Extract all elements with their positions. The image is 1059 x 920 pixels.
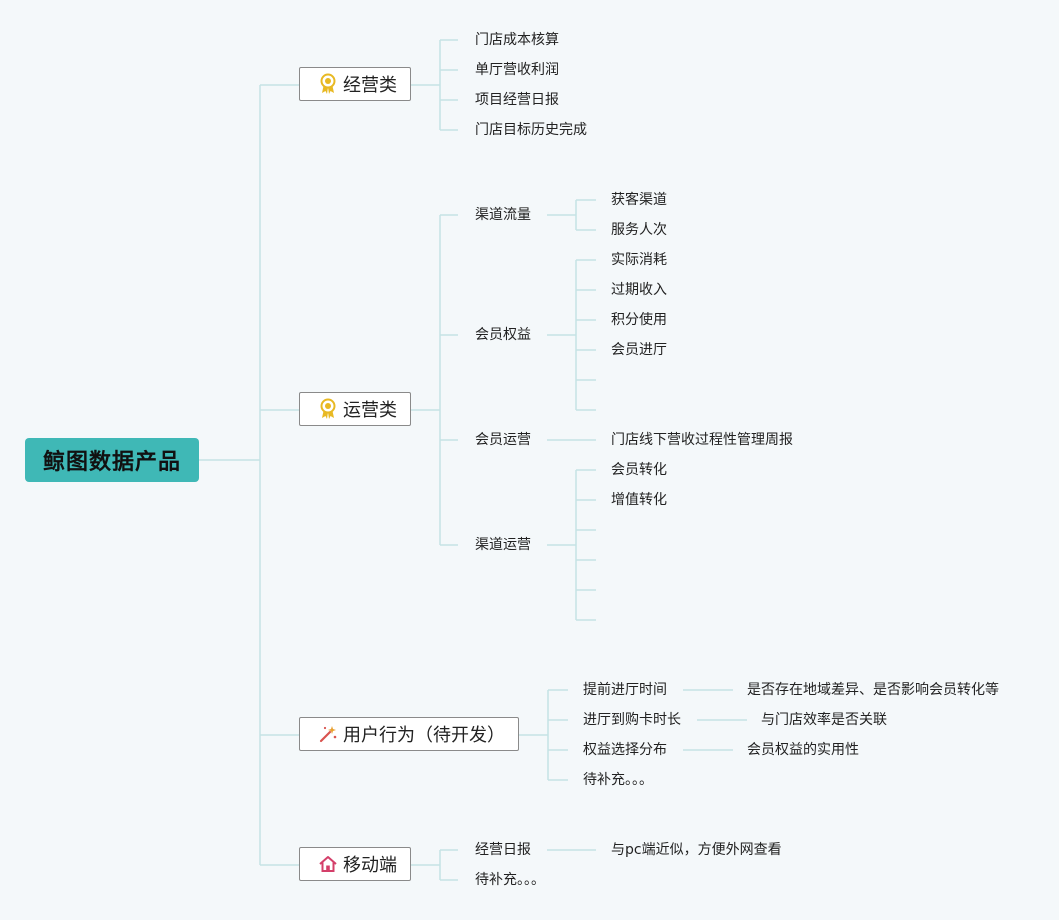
leaf-acquisition-channel[interactable]: 获客渠道 xyxy=(611,192,667,208)
category-label: 用户行为（待开发） xyxy=(343,725,505,746)
leaf-project-daily[interactable]: 项目经营日报 xyxy=(475,92,559,108)
leaf-offline-weekly[interactable]: 门店线下营收过程性管理周报 xyxy=(611,432,793,448)
leaf-mobile-daily-note[interactable]: 与pc端近似，方便外网查看 xyxy=(611,842,782,858)
leaf-value-added-conversion[interactable]: 增值转化 xyxy=(611,492,667,508)
leaf-service-count[interactable]: 服务人次 xyxy=(611,222,667,238)
leaf-hall-profit[interactable]: 单厅营收利润 xyxy=(475,62,559,78)
leaf-mobile-daily[interactable]: 经营日报 xyxy=(475,842,531,858)
leaf-expired-income[interactable]: 过期收入 xyxy=(611,282,667,298)
category-running[interactable]: 运营类 xyxy=(299,392,411,426)
category-label: 移动端 xyxy=(343,855,397,876)
leaf-behavior-tbd[interactable]: 待补充。。。 xyxy=(583,772,653,788)
leaf-actual-consumption[interactable]: 实际消耗 xyxy=(611,252,667,268)
leaf-entry-to-purchase[interactable]: 进厅到购卡时长 xyxy=(583,712,681,728)
home-icon xyxy=(318,853,338,875)
leaf-store-cost[interactable]: 门店成本核算 xyxy=(475,32,559,48)
magic-wand-icon xyxy=(318,723,338,745)
leaf-member-conversion[interactable]: 会员转化 xyxy=(611,462,667,478)
category-label: 经营类 xyxy=(343,75,397,96)
leaf-entry-to-purchase-note[interactable]: 与门店效率是否关联 xyxy=(761,712,887,728)
ribbon-award-icon xyxy=(318,398,338,420)
category-mobile[interactable]: 移动端 xyxy=(299,847,411,881)
leaf-member-ops[interactable]: 会员运营 xyxy=(475,432,531,448)
leaf-early-entry-note[interactable]: 是否存在地域差异、是否影响会员转化等 xyxy=(747,682,999,698)
leaf-rights-distribution[interactable]: 权益选择分布 xyxy=(583,742,667,758)
category-label: 运营类 xyxy=(343,400,397,421)
leaf-rights-distribution-note[interactable]: 会员权益的实用性 xyxy=(747,742,859,758)
root-node[interactable]: 鲸图数据产品 xyxy=(25,438,199,482)
leaf-member-entry[interactable]: 会员进厅 xyxy=(611,342,667,358)
leaf-channel-traffic[interactable]: 渠道流量 xyxy=(475,207,531,223)
leaf-channel-ops[interactable]: 渠道运营 xyxy=(475,537,531,553)
leaf-points-usage[interactable]: 积分使用 xyxy=(611,312,667,328)
leaf-mobile-tbd[interactable]: 待补充。。。 xyxy=(475,872,545,888)
category-behavior[interactable]: 用户行为（待开发） xyxy=(299,717,519,751)
leaf-member-rights[interactable]: 会员权益 xyxy=(475,327,531,343)
ribbon-award-icon xyxy=(318,73,338,95)
leaf-early-entry[interactable]: 提前进厅时间 xyxy=(583,682,667,698)
category-operations[interactable]: 经营类 xyxy=(299,67,411,101)
leaf-store-target[interactable]: 门店目标历史完成 xyxy=(475,122,587,138)
